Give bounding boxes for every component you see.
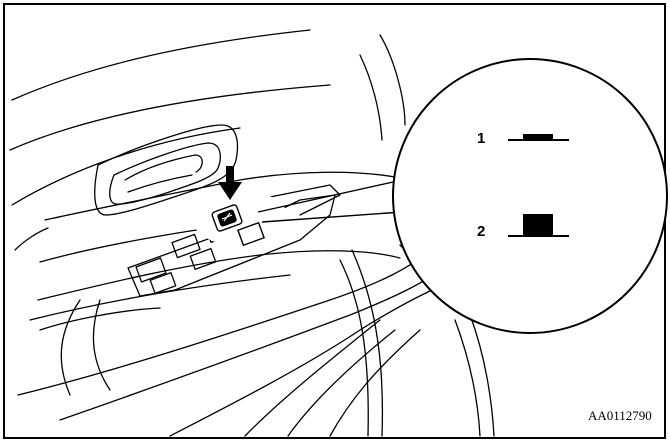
- pressed-button: [523, 214, 553, 236]
- raised-button: [523, 134, 553, 140]
- state-2-label: 2: [477, 223, 485, 240]
- state-1-label: 1: [477, 130, 485, 147]
- figure-code: AA0112790: [588, 408, 652, 423]
- callout-circle: [393, 59, 667, 333]
